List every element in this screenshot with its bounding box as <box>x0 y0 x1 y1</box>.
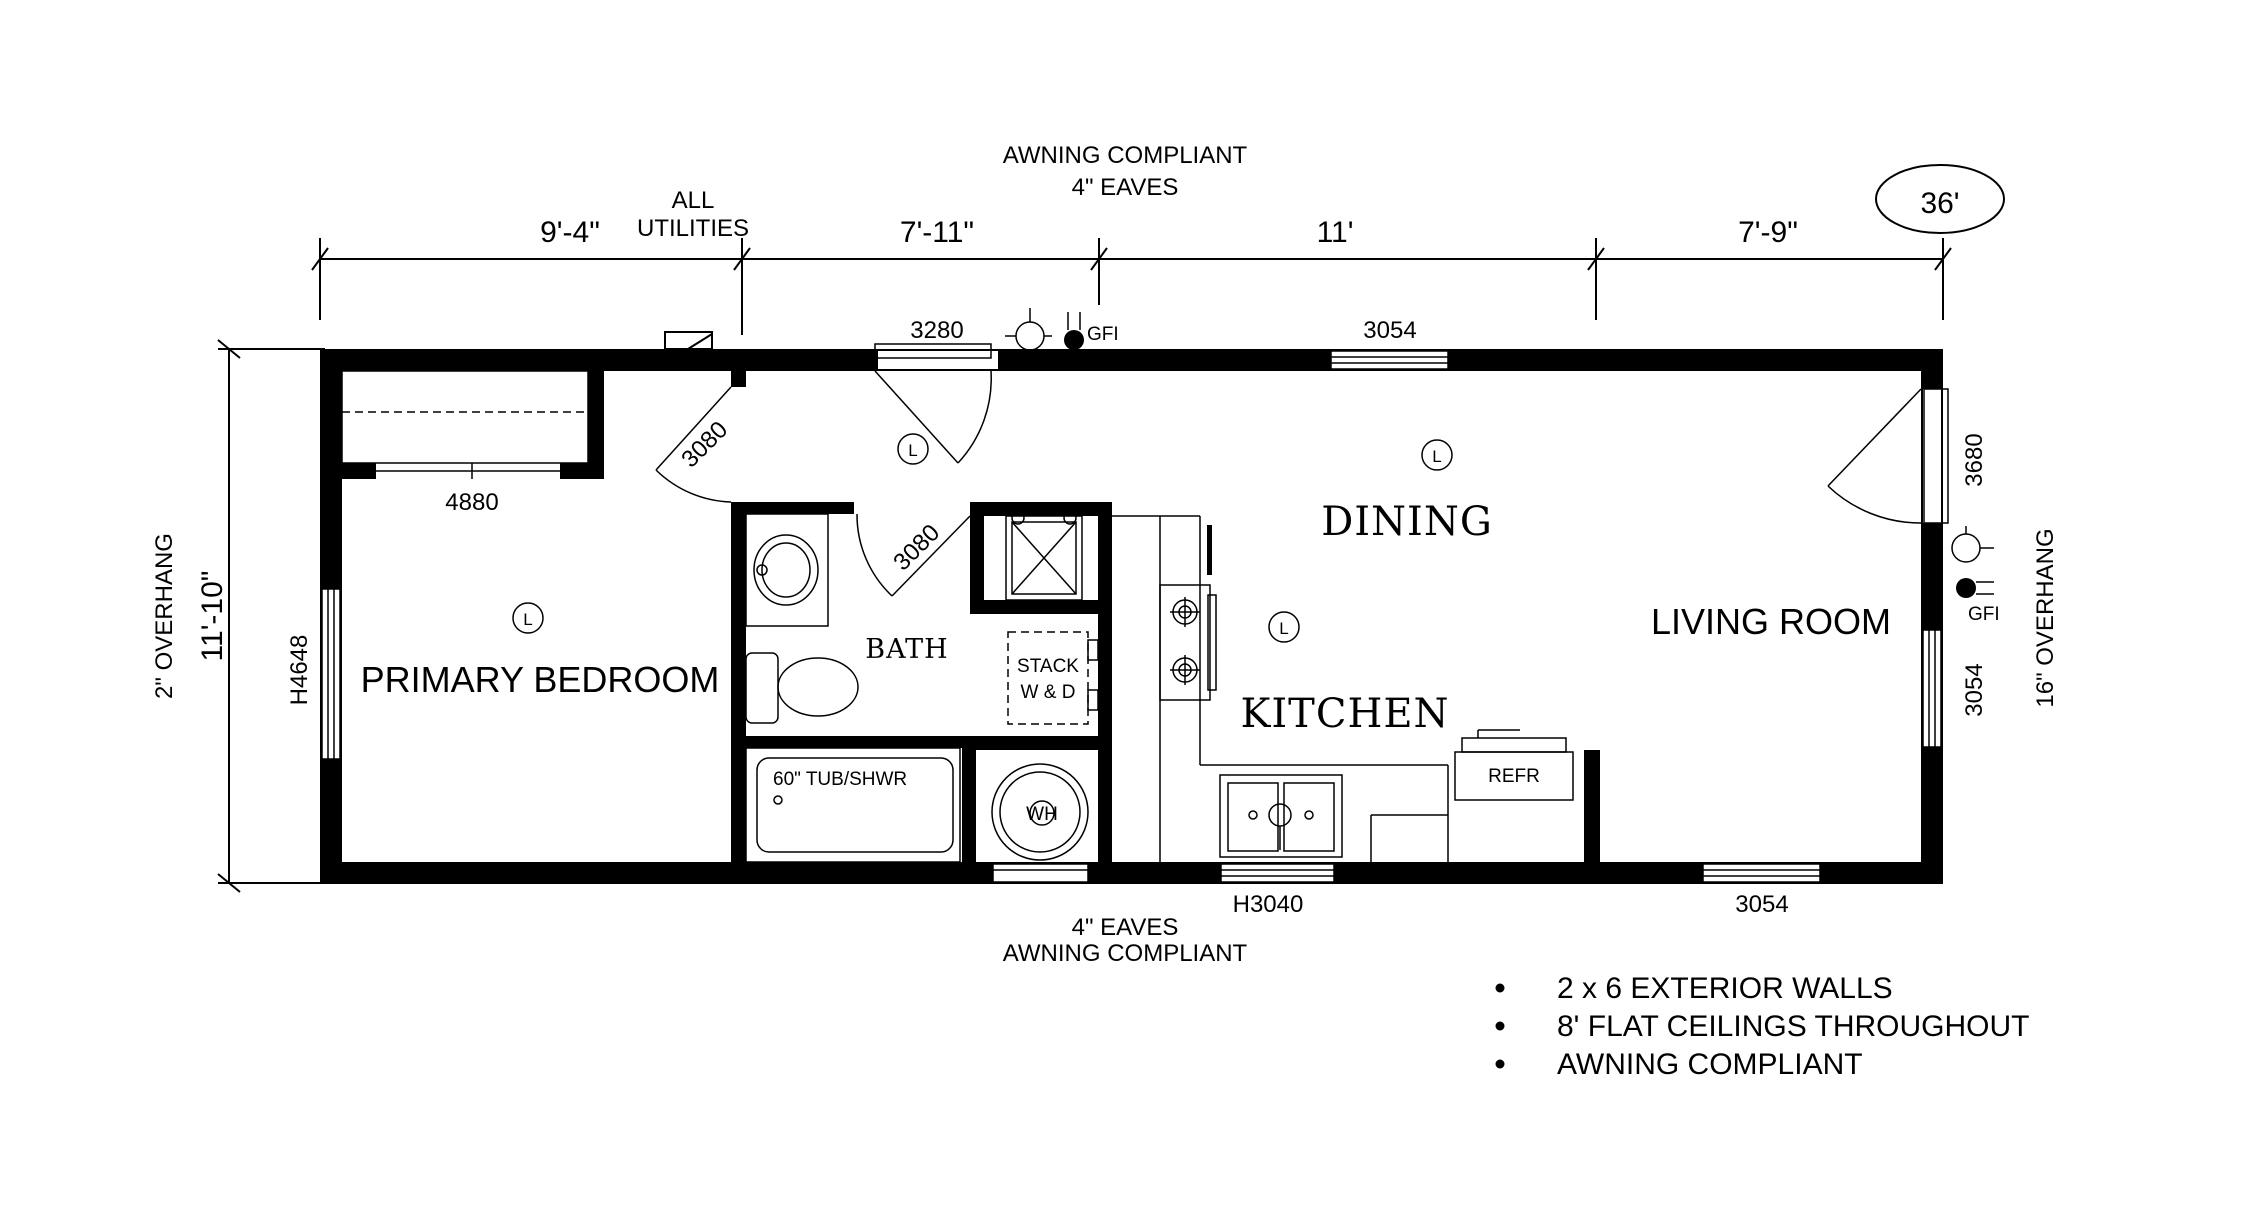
side-door-label: 3680 <box>1961 433 1988 486</box>
wall-openings <box>322 351 1941 882</box>
room-label-living-room: LIVING ROOM <box>1651 601 1891 642</box>
bottom-note-awning: AWNING COMPLIANT <box>1003 940 1248 967</box>
interior-walls <box>342 371 1600 862</box>
utilities-note-line2: UTILITIES <box>637 215 749 242</box>
light-icon: L <box>1432 447 1441 466</box>
stack-label-line2: W & D <box>1021 682 1076 703</box>
bottom-window-living <box>1702 863 1821 883</box>
kitchen-counters <box>1112 515 1449 862</box>
gfi-top-label: GFI <box>1087 324 1119 345</box>
bath-door-label: 3080 <box>888 519 945 576</box>
top-dimension-4: 7'-9" <box>1738 216 1798 249</box>
refrigerator-label: REFR <box>1488 766 1540 787</box>
stack-label-line1: STACK <box>1017 656 1079 677</box>
length-badge-ellipse <box>1875 164 2005 234</box>
front-door-label: 3280 <box>910 317 963 344</box>
bullet-icon <box>1495 983 1505 993</box>
bullet-icon <box>1495 1021 1505 1031</box>
right-overhang-text: 16" OVERHANG <box>2032 528 2059 707</box>
front-door <box>874 343 992 464</box>
bottom-window-bath <box>992 863 1089 883</box>
room-label-kitchen: KITCHEN <box>1240 691 1449 737</box>
closet-label: 4880 <box>445 489 498 516</box>
spec-item: AWNING COMPLIANT <box>1557 1048 1863 1081</box>
bedroom-door <box>655 386 732 503</box>
light-icon: L <box>1279 619 1288 638</box>
gfi-top-icon <box>1064 330 1084 350</box>
bath-door <box>856 513 971 597</box>
left-window <box>321 588 341 760</box>
top-window-label: 3054 <box>1363 317 1416 344</box>
room-label-bath: BATH <box>865 634 948 665</box>
utilities-note-line1: ALL <box>672 187 715 214</box>
top-dimension-1: 9'-4" <box>540 216 600 249</box>
top-outlets <box>1005 308 1084 351</box>
right-window-label: 3054 <box>1961 663 1988 716</box>
spec-item: 2 x 6 EXTERIOR WALLS <box>1557 972 1893 1005</box>
side-door <box>1827 388 1949 524</box>
gfi-right-label: GFI <box>1968 604 2000 625</box>
vent-icon <box>664 331 713 350</box>
spec-item: 8' FLAT CEILINGS THROUGHOUT <box>1557 1010 2029 1043</box>
top-dimension-2: 7'-11" <box>900 216 974 249</box>
refrigerator <box>1454 729 1574 801</box>
shower-stall <box>1005 511 1083 601</box>
bottom-note-eaves: 4" EAVES <box>1072 914 1179 941</box>
right-outlets <box>1951 526 1994 598</box>
light-icon: L <box>908 441 917 460</box>
top-window <box>1330 350 1449 370</box>
room-label-primary-bedroom: PRIMARY BEDROOM <box>361 659 720 700</box>
length-badge-text: 36' <box>1920 187 1959 220</box>
tub-label: 60" TUB/SHWR <box>773 769 907 790</box>
gfi-right-icon <box>1956 578 1976 598</box>
top-note-eaves: 4" EAVES <box>1072 174 1179 201</box>
room-label-dining: DINING <box>1321 499 1493 545</box>
light-fixtures: L L L L <box>512 433 1453 643</box>
light-icon: L <box>523 610 532 629</box>
range-cooktop <box>1159 584 1217 701</box>
bedroom-door-label: 3080 <box>676 416 733 473</box>
toilet <box>745 652 859 724</box>
top-note-awning: AWNING COMPLIANT <box>1003 142 1248 169</box>
water-heater <box>991 763 1089 861</box>
left-dimension-line <box>217 339 325 893</box>
top-dimension-line <box>311 238 1952 335</box>
left-dimension-text: 11'-10" <box>196 571 229 662</box>
bathtub <box>745 747 961 863</box>
spec-list: 2 x 6 EXTERIOR WALLS 8' FLAT CEILINGS TH… <box>1495 972 2029 1081</box>
stack-washer-dryer <box>1007 631 1099 725</box>
top-dimension-3: 11' <box>1317 216 1354 249</box>
closet-shelf <box>341 370 589 479</box>
kitchen-sink <box>1219 774 1343 858</box>
left-overhang-text: 2" OVERHANG <box>151 533 178 699</box>
left-window-label: H4648 <box>286 635 313 706</box>
bottom-window-kitchen <box>1220 863 1335 883</box>
bottom-window-kitchen-label: H3040 <box>1233 891 1304 918</box>
right-window <box>1922 629 1942 748</box>
bath-vanity <box>745 513 829 627</box>
bullet-icon <box>1495 1059 1505 1069</box>
bottom-window-living-label: 3054 <box>1735 891 1788 918</box>
water-heater-label: WH <box>1026 804 1058 825</box>
